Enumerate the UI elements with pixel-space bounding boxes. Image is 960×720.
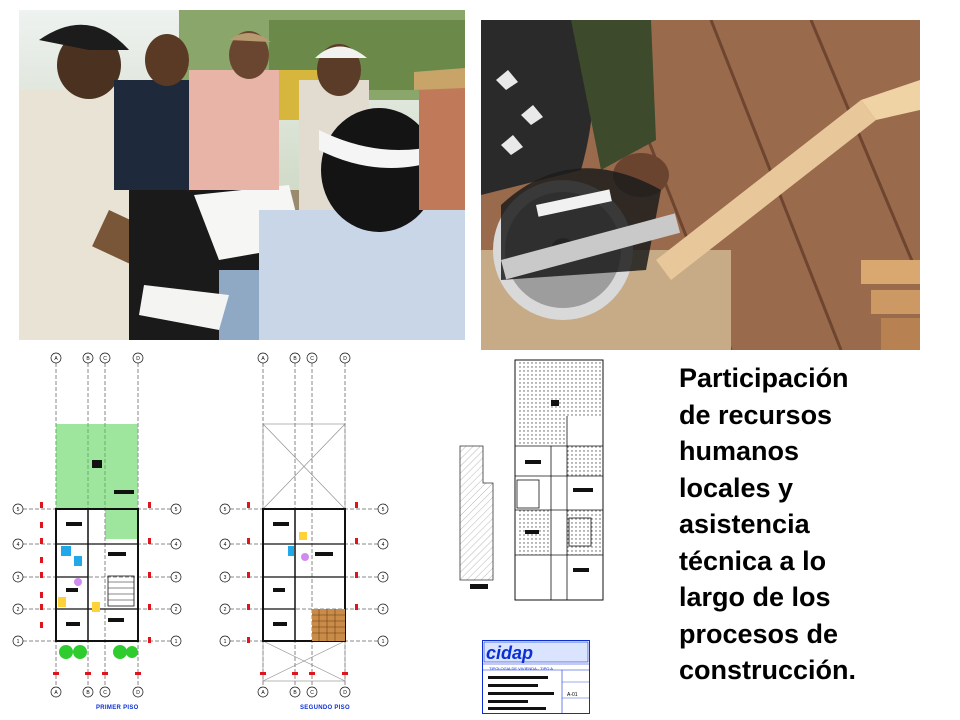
grid-letter-C: C	[103, 690, 107, 696]
grid-number-3: 3	[382, 575, 385, 581]
floor-plan-second-floor: A A B B C C D D 1 1 2 2 3 3 4 4 5 5	[215, 352, 405, 707]
grid-letter-A: A	[54, 356, 58, 362]
grid-number-4: 4	[17, 542, 20, 548]
grid-letter-D: D	[343, 690, 347, 696]
grid-number-5: 5	[175, 507, 178, 513]
grid-number-1: 1	[224, 639, 227, 645]
cidap-logo: cidap	[486, 643, 534, 663]
grid-number-1: 1	[17, 639, 20, 645]
grid-letter-C: C	[103, 356, 107, 362]
floor-plan-first-floor: A A B B C C D D 1 1 2 2 3 3 4 4 5 5	[8, 352, 198, 707]
grid-number-3: 3	[17, 575, 20, 581]
grid-number-5: 5	[224, 507, 227, 513]
elevation-section-drawing	[455, 358, 605, 608]
grid-number-4: 4	[382, 542, 385, 548]
grid-number-3: 3	[175, 575, 178, 581]
grid-letter-D: D	[343, 356, 347, 362]
floor2-label: SEGUNDO PISO	[300, 705, 350, 711]
floor1-label: PRIMER PISO	[96, 705, 139, 711]
grid-letter-D: D	[136, 690, 140, 696]
slide-caption: Participación de recursos humanos locale…	[679, 363, 857, 685]
grid-number-4: 4	[224, 542, 227, 548]
grid-number-2: 2	[175, 607, 178, 613]
grid-number-5: 5	[382, 507, 385, 513]
grid-number-1: 1	[175, 639, 178, 645]
grid-letter-C: C	[310, 356, 314, 362]
grid-number-1: 1	[382, 639, 385, 645]
grid-letter-B: B	[293, 356, 297, 362]
grid-letter-C: C	[310, 690, 314, 696]
grid-letter-A: A	[261, 690, 265, 696]
title-block-heading: TIPOLOGIA DE VIVIENDA - TIPO A	[489, 666, 553, 671]
grid-number-5: 5	[17, 507, 20, 513]
grid-letter-D: D	[136, 356, 140, 362]
grid-letter-B: B	[293, 690, 297, 696]
sheet-code: A-01	[567, 692, 578, 698]
grid-number-2: 2	[382, 607, 385, 613]
grid-number-2: 2	[17, 607, 20, 613]
grid-letter-B: B	[86, 356, 90, 362]
circular-saw-photo	[481, 20, 920, 350]
grid-number-4: 4	[175, 542, 178, 548]
grid-number-2: 2	[224, 607, 227, 613]
grid-letter-A: A	[54, 690, 58, 696]
grid-letter-A: A	[261, 356, 265, 362]
grid-number-3: 3	[224, 575, 227, 581]
drawing-title-block	[482, 640, 590, 714]
grid-letter-B: B	[86, 690, 90, 696]
community-meeting-photo	[19, 10, 465, 340]
